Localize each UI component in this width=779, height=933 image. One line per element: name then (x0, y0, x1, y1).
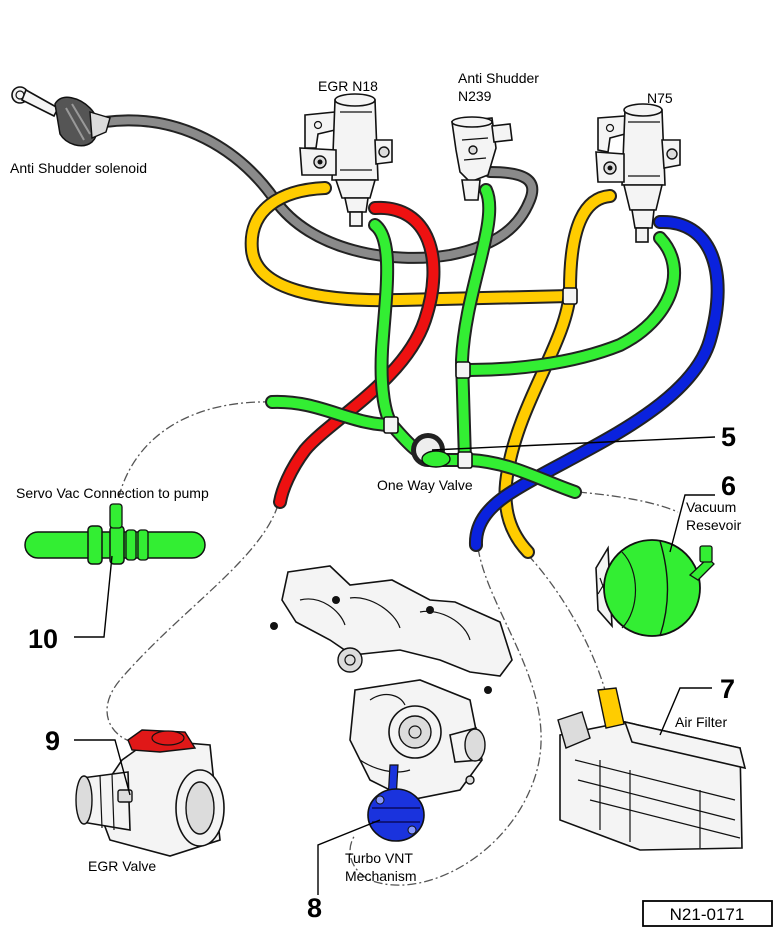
label-air-filter: Air Filter (675, 714, 727, 730)
label-one-way-valve: One Way Valve (377, 477, 473, 493)
turbo-icon (349, 679, 486, 801)
label-n75: N75 (647, 90, 673, 106)
dashed-link-green-to-reservoir (577, 491, 679, 513)
t-joint-green-upper (455, 361, 471, 379)
figure-reference-box (642, 900, 773, 927)
label-servo-vac: Servo Vac Connection to pump (16, 485, 209, 501)
anti-shudder-n239-solenoid-icon (451, 116, 513, 201)
dashed-link-yellow-to-air-filter (527, 554, 606, 691)
exhaust-manifold-icon (270, 565, 513, 694)
label-turbo-vnt-line1: Turbo VNT (345, 850, 413, 866)
callout-9: 9 (45, 726, 60, 756)
n75-solenoid-icon (595, 103, 681, 243)
label-anti-shudder-n239-line2: N239 (458, 88, 492, 104)
egr-valve-icon (75, 729, 225, 857)
label-anti-shudder-solenoid: Anti Shudder solenoid (10, 160, 147, 176)
label-egr-n18: EGR N18 (318, 78, 378, 94)
egr-n18-solenoid-icon (299, 93, 393, 227)
callout-8: 8 (307, 893, 322, 923)
hoses (99, 114, 725, 559)
servo-vac-connection-icon (24, 503, 206, 565)
turbo-vnt-actuator-icon (367, 764, 425, 842)
one-way-valve-icon (411, 433, 451, 468)
label-vacuum-reservoir-line1: Vacuum (686, 499, 736, 515)
green-hoses (265, 183, 682, 499)
dashed-link-red-to-egr-valve (106, 504, 279, 743)
label-turbo-vnt-line2: Mechanism (345, 868, 417, 884)
t-joint-green-right (457, 451, 473, 469)
callout-5: 5 (721, 422, 736, 452)
callout-6: 6 (721, 471, 736, 501)
anti-shudder-solenoid-icon (11, 86, 111, 147)
air-filter-icon (557, 687, 747, 851)
callout-10: 10 (28, 624, 58, 654)
dashed-link-blue-to-turbo (349, 547, 542, 886)
callout-7: 7 (720, 674, 735, 704)
dashed-link-servo-to-left-green (117, 401, 273, 501)
t-joint-green-left (383, 416, 399, 434)
leader-lines (74, 436, 716, 895)
figure-reference: N21-0171 (670, 905, 745, 924)
label-anti-shudder-n239-line1: Anti Shudder (458, 70, 539, 86)
label-egr-valve: EGR Valve (88, 858, 156, 874)
vacuum-reservoir-icon (595, 539, 715, 637)
t-joint-yellow (562, 287, 578, 305)
label-vacuum-reservoir-line2: Resevoir (686, 517, 742, 533)
